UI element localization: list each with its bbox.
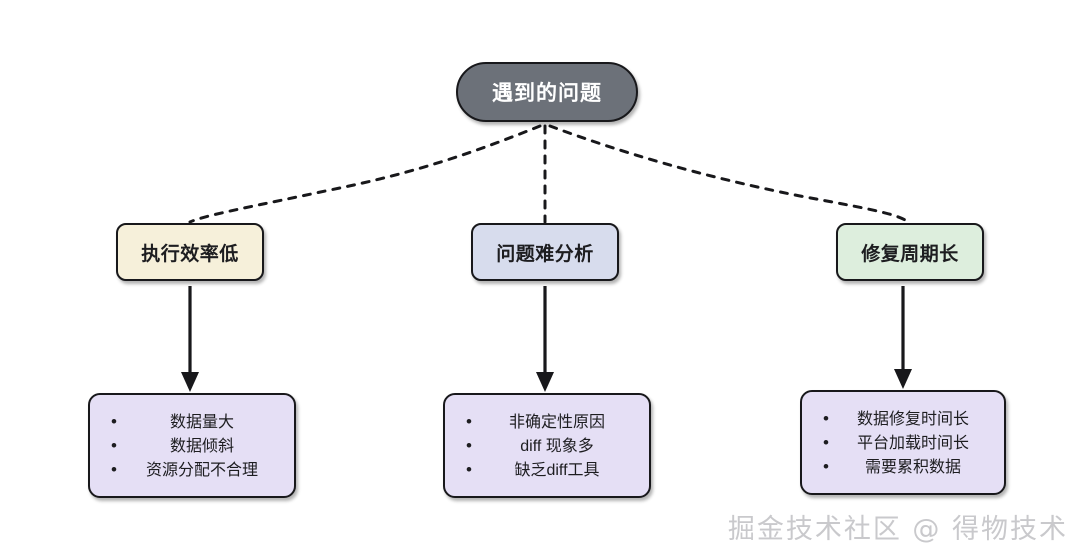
node-root-label: 遇到的问题: [492, 82, 602, 105]
list-item: 平台加载时间长: [823, 431, 986, 456]
list-item: 资源分配不合理: [111, 458, 276, 483]
node-root[interactable]: 遇到的问题: [456, 62, 638, 122]
list-efficiency: 数据量大 数据倾斜 资源分配不合理: [108, 410, 276, 483]
node-list-efficiency[interactable]: 数据量大 数据倾斜 资源分配不合理: [88, 393, 296, 498]
node-list-repair[interactable]: 数据修复时间长 平台加载时间长 需要累积数据: [800, 390, 1006, 495]
list-item: diff 现象多: [466, 434, 631, 459]
node-branch-efficiency-label: 执行效率低: [141, 243, 239, 265]
node-branch-analysis-label: 问题难分析: [496, 243, 594, 265]
watermark: 掘金技术社区 @ 得物技术: [727, 514, 1068, 545]
list-item: 缺乏diff工具: [466, 458, 631, 483]
node-branch-repair[interactable]: 修复周期长: [836, 223, 984, 281]
node-list-analysis[interactable]: 非确定性原因 diff 现象多 缺乏diff工具: [443, 393, 651, 498]
edge-root-to-branch-1: [188, 124, 542, 224]
list-item: 数据倾斜: [111, 434, 276, 459]
edge-root-to-branch-3: [548, 124, 910, 224]
list-item: 非确定性原因: [466, 410, 631, 435]
arrow-branch-1-to-list-1: [181, 286, 199, 392]
arrow-branch-2-to-list-2: [536, 286, 554, 392]
list-item: 数据修复时间长: [823, 407, 986, 432]
node-branch-efficiency[interactable]: 执行效率低: [116, 223, 264, 281]
list-item: 需要累积数据: [823, 455, 986, 480]
list-item: 数据量大: [111, 410, 276, 435]
node-branch-repair-label: 修复周期长: [861, 243, 959, 265]
node-branch-analysis[interactable]: 问题难分析: [471, 223, 619, 281]
arrow-branch-3-to-list-3: [894, 286, 912, 389]
list-repair: 数据修复时间长 平台加载时间长 需要累积数据: [820, 407, 986, 480]
list-analysis: 非确定性原因 diff 现象多 缺乏diff工具: [463, 410, 631, 483]
